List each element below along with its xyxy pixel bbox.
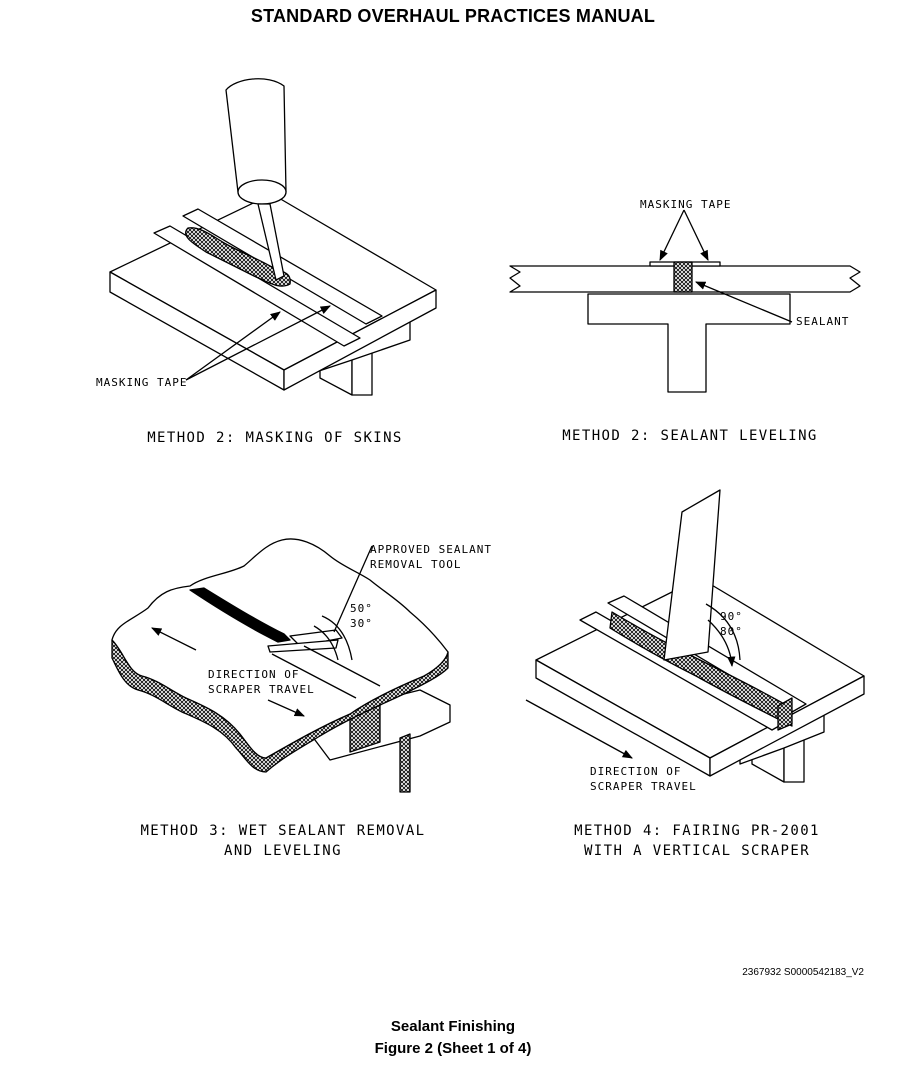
angle-label-50: 50°	[350, 602, 373, 615]
sealant-gun	[225, 78, 287, 193]
panel-2-caption: METHOD 2: SEALANT LEVELING	[562, 428, 818, 444]
figure-title: Sealant Finishing	[390, 1018, 516, 1035]
panel-4-caption-line2: WITH A VERTICAL SCRAPER	[584, 843, 810, 859]
sealant-removal-tool	[289, 629, 343, 647]
scraper-direction-line1: DIRECTION OF	[208, 668, 299, 681]
panel-3-caption-line2: AND LEVELING	[224, 843, 342, 859]
panel-masking-of-skins	[109, 78, 437, 396]
panel-3-caption-line1: METHOD 3: WET SEALANT REMOVAL	[140, 823, 425, 839]
removal-tool-label-line2: REMOVAL TOOL	[370, 558, 461, 571]
angle-label-80: 80°	[720, 625, 743, 638]
t-stringer	[587, 293, 791, 393]
panel-sealant-leveling	[509, 209, 861, 393]
angle-label-90: 90°	[720, 610, 743, 623]
removed-sealant-channel	[189, 587, 291, 643]
sealant-label: SEALANT	[796, 315, 849, 328]
scraper-direction-line2-4: SCRAPER TRAVEL	[590, 780, 697, 793]
masking-tape-label-2: MASKING TAPE	[640, 198, 731, 211]
panel-1-caption: METHOD 2: MASKING OF SKINS	[147, 430, 403, 446]
masking-tape-strip-front	[153, 225, 361, 347]
panel-vertical-scraper	[525, 489, 865, 783]
masking-tape-label: MASKING TAPE	[96, 376, 187, 389]
sealant-fill	[673, 261, 693, 293]
document-id: 2367932 S0000542183_V2	[742, 967, 864, 978]
scraper-direction-line1-4: DIRECTION OF	[590, 765, 681, 778]
scraper-direction-line2: SCRAPER TRAVEL	[208, 683, 315, 696]
angle-label-30: 30°	[350, 617, 373, 630]
panel-4-caption-line1: METHOD 4: FAIRING PR-2001	[574, 823, 820, 839]
removal-tool-label-line1: APPROVED SEALANT	[370, 543, 492, 556]
sealant-bead	[185, 227, 291, 287]
vertical-scraper	[663, 489, 721, 661]
figure-number: Figure 2 (Sheet 1 of 4)	[374, 1040, 532, 1057]
panel-wet-sealant-removal	[111, 538, 451, 793]
manual-title: STANDARD OVERHAUL PRACTICES MANUAL	[250, 6, 656, 26]
